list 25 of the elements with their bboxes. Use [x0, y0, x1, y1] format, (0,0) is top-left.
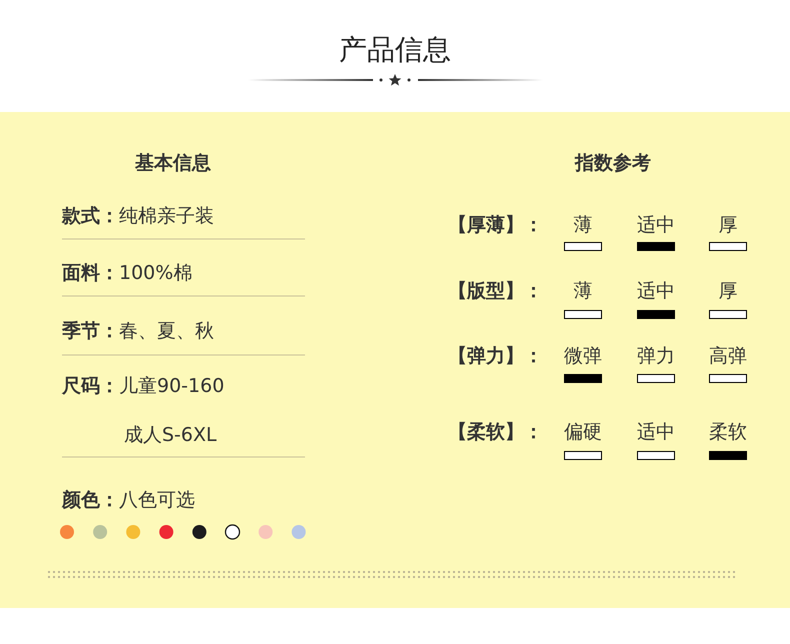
info-row-text: 成人S-6XL [124, 423, 217, 448]
info-row-text: 款式：纯棉亲子装 [62, 204, 214, 229]
level-option: 适中 [637, 278, 675, 304]
info-row-text: 季节：春、夏、秋 [62, 319, 214, 344]
index-label: 【厚薄】： [448, 213, 543, 238]
index-label: 【版型】： [448, 279, 543, 304]
level-option: 薄 [574, 278, 592, 304]
level-option: 适中 [637, 419, 675, 445]
level-option: 柔软 [709, 419, 747, 445]
level-option: 适中 [637, 212, 675, 238]
level-option: 高弹 [709, 343, 747, 369]
info-row-text: 尺码：儿童90-160 [62, 374, 224, 399]
level-option: 薄 [574, 212, 592, 238]
index-label: 【柔软】： [448, 420, 543, 445]
level-option: 厚 [718, 278, 738, 304]
section-heading: 指数参考 [575, 151, 651, 176]
level-option: 厚 [718, 212, 738, 238]
section-heading: 基本信息 [135, 151, 211, 176]
info-row-text: 颜色：八色可选 [62, 488, 195, 513]
index-label: 【弹力】： [448, 344, 543, 369]
page-title: 产品信息 [339, 32, 451, 68]
level-option: 弹力 [637, 343, 675, 369]
level-option: 微弹 [564, 343, 602, 369]
level-option: 偏硬 [564, 419, 602, 445]
info-row-text: 面料：100%棉 [62, 261, 192, 286]
